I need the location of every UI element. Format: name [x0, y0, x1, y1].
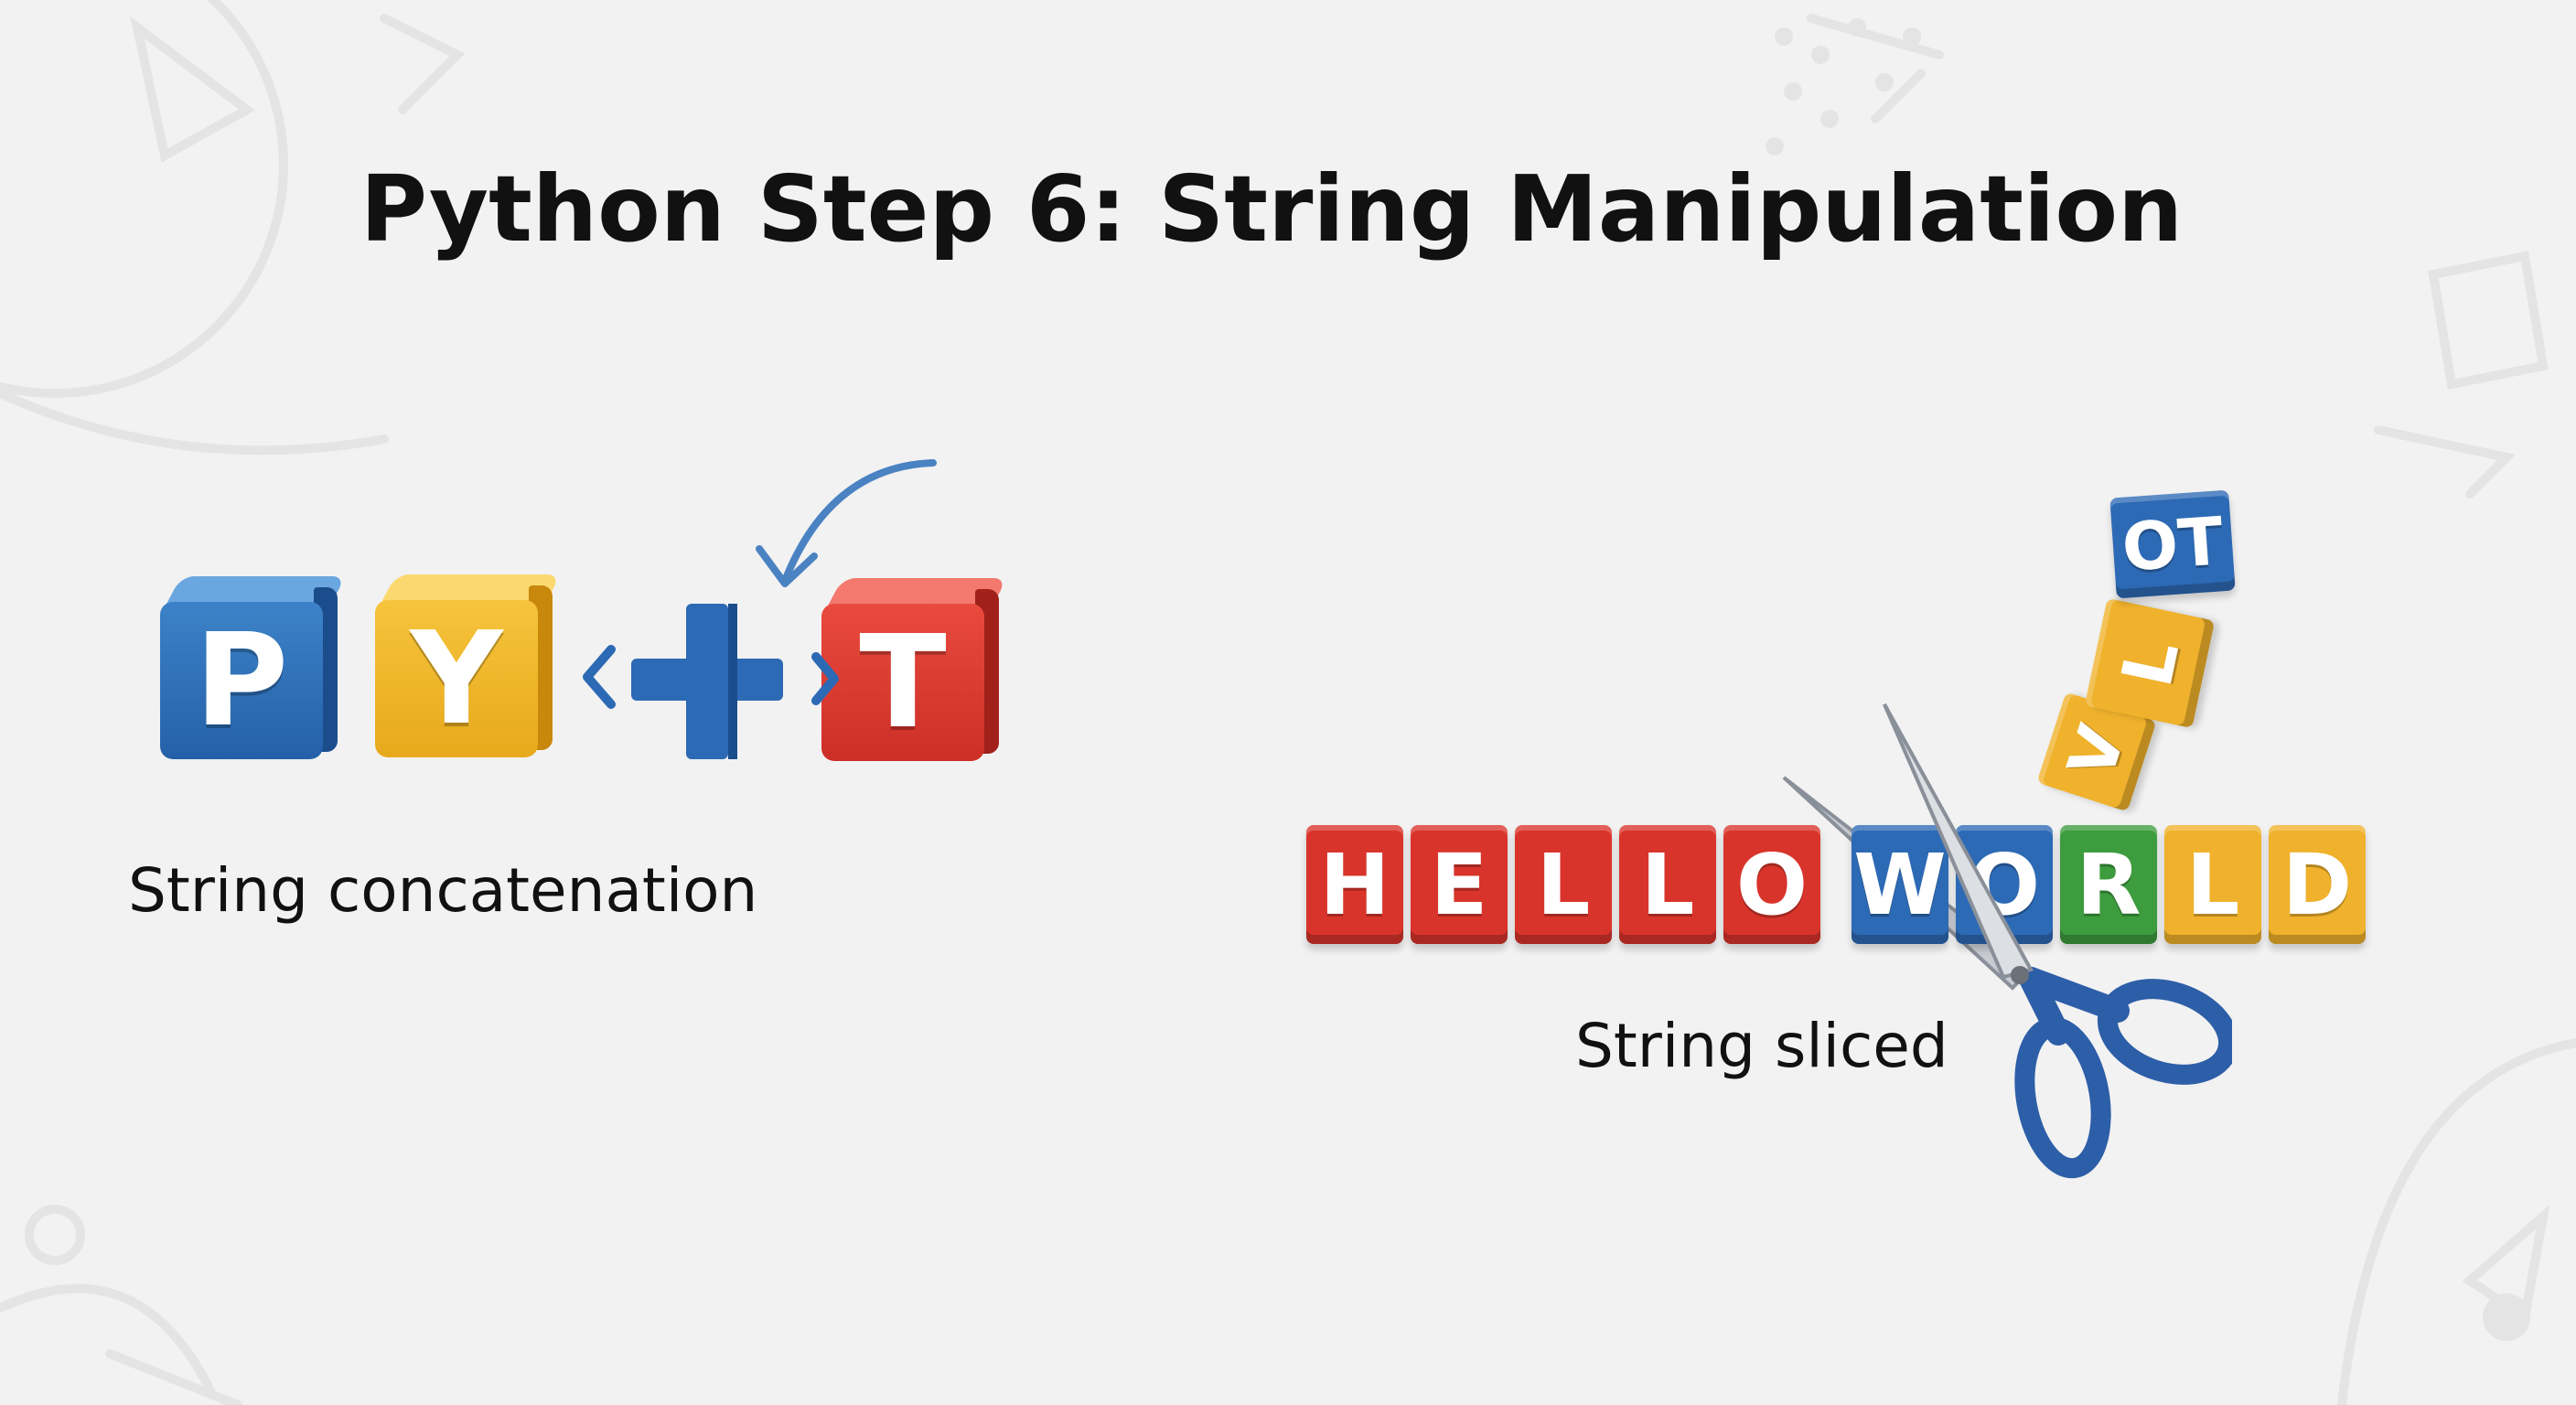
block-t: T	[821, 578, 1008, 761]
tile-l: L	[1619, 825, 1716, 944]
tile-h: H	[1306, 825, 1403, 944]
tile-l: L	[2164, 825, 2261, 944]
tile-w: W	[1852, 825, 1948, 944]
page-title: Python Step 6: String Manipulation	[360, 156, 2184, 263]
tile-r: R	[2060, 825, 2157, 944]
tile-e: E	[1411, 825, 1508, 944]
concatenation-caption: String concatenation	[128, 855, 758, 926]
tile-l: L	[1515, 825, 1612, 944]
block-y: Y	[375, 574, 562, 757]
tile-d: D	[2269, 825, 2366, 944]
tile-o: O	[1956, 825, 2053, 944]
block-p: P	[160, 576, 347, 759]
falling-tile-ot: OT	[2109, 489, 2236, 599]
plus-operator-icon	[583, 604, 839, 759]
tile-o: O	[1723, 825, 1820, 944]
curved-arrow-icon	[756, 459, 937, 587]
slicing-caption: String sliced	[1575, 1011, 1948, 1081]
